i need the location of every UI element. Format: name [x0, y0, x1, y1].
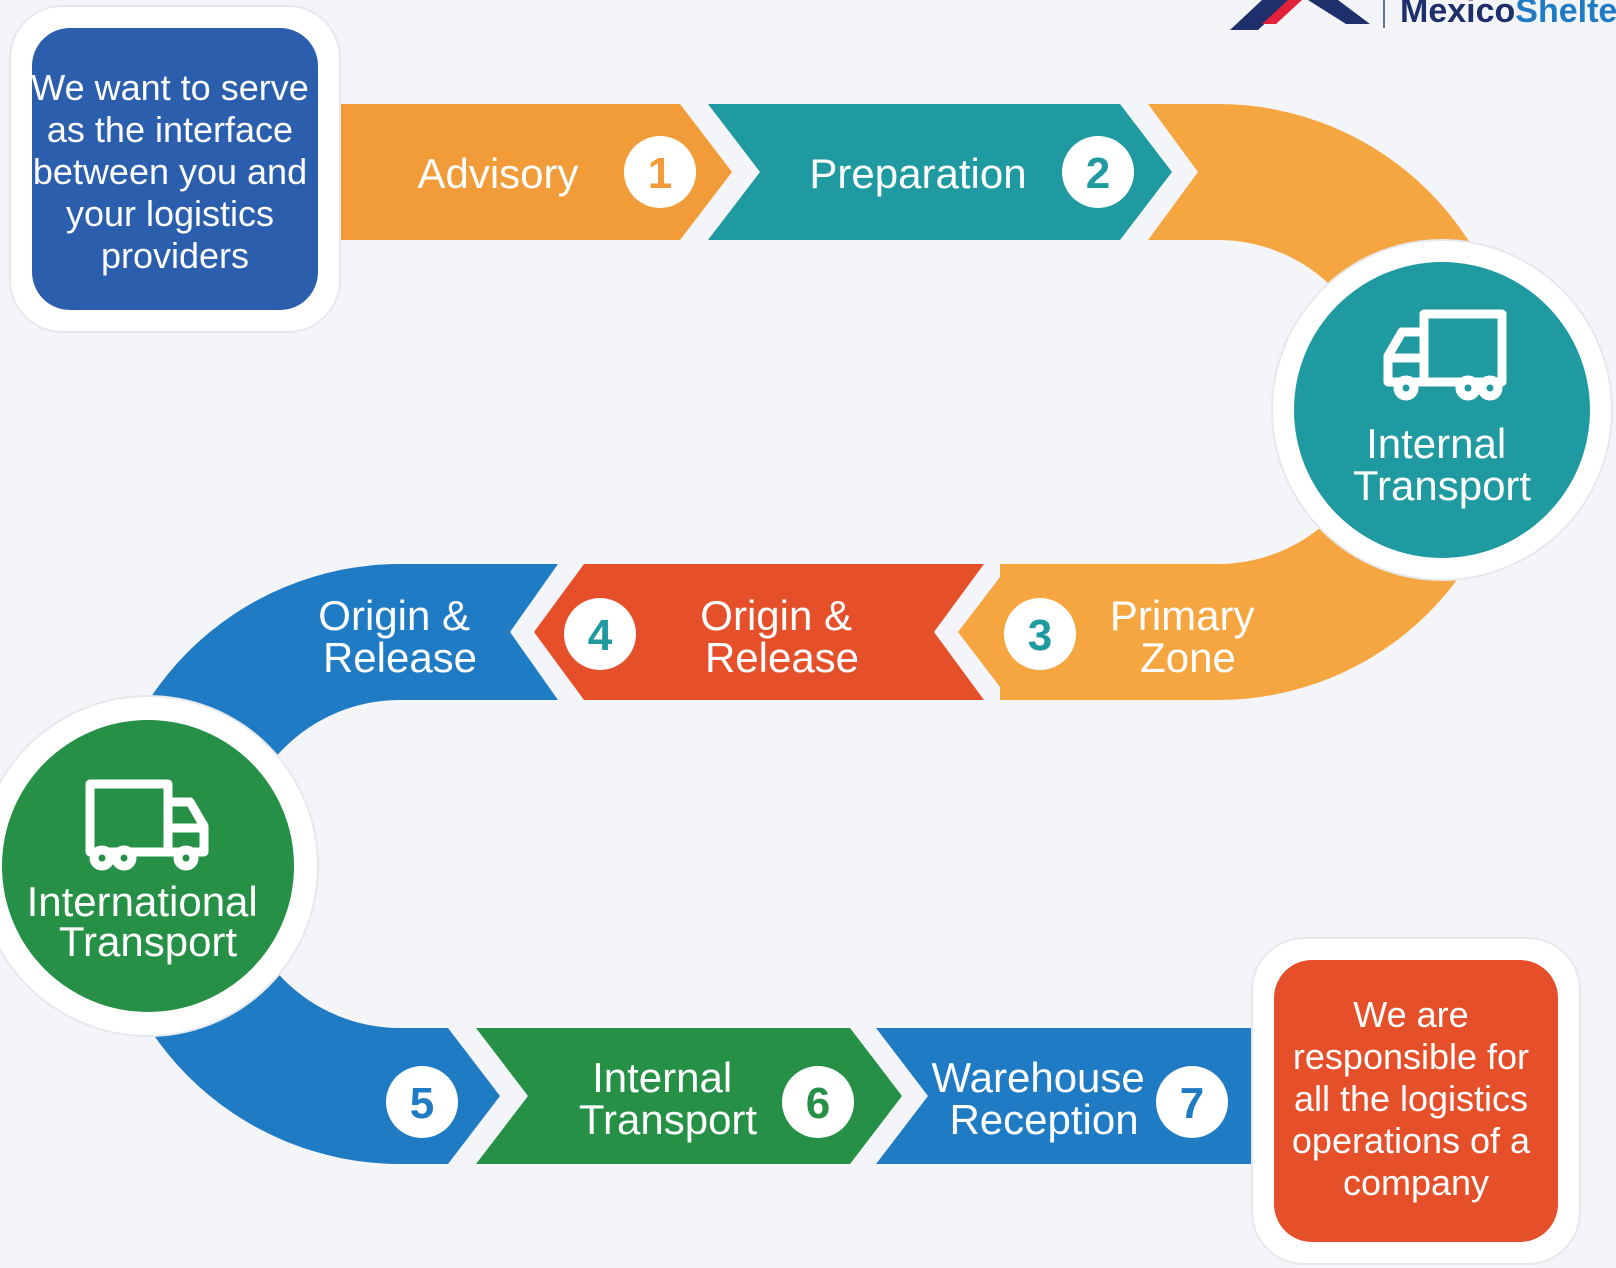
step-4-label: Origin & Release [700, 592, 863, 681]
hub-international-transport-line-1: International [27, 878, 258, 925]
logo-mark-red [1262, 0, 1302, 24]
step-7-badge-circle [1156, 1066, 1228, 1138]
intro-line-3: between you and [33, 151, 307, 192]
step-4-number: 4 [588, 611, 613, 660]
company-logo: MexicoShelter [1230, 0, 1616, 30]
step-1-number: 1 [648, 149, 672, 198]
step-6-label-line-2: Transport [579, 1096, 758, 1143]
step-4-arrow [534, 564, 984, 700]
step-2-number: 2 [1086, 149, 1110, 198]
truck-icon [1383, 309, 1507, 401]
step-3-badge-circle [1004, 598, 1076, 670]
step-3-arrow [958, 564, 1216, 700]
step-5-badge: 5 [386, 1066, 458, 1138]
hub-internal-transport: Internal Transport [1271, 239, 1613, 581]
step-2-badge: 2 [1062, 136, 1134, 208]
step-5-badge-circle [386, 1066, 458, 1138]
outro-box [1274, 960, 1558, 1242]
hub-internal-transport-label: Internal Transport [1353, 420, 1532, 509]
step-3-label: Primary Zone [1110, 592, 1266, 681]
intro-line-4: your logistics [66, 193, 274, 234]
step-7-arrow [876, 1028, 1262, 1164]
step-1-badge: 1 [624, 136, 696, 208]
step-4-label-line-1: Origin & [700, 592, 852, 639]
intro-line-2: as the interface [47, 109, 293, 150]
step-1-arrow [340, 104, 732, 240]
logo-text: MexicoShelter [1400, 0, 1616, 30]
step-3-label-line-2: Zone [1140, 634, 1236, 681]
outro-line-1: We are [1353, 994, 1468, 1035]
outro-line-5: company [1343, 1162, 1489, 1203]
step-4-badge-circle [564, 598, 636, 670]
step-1-label: Advisory [417, 150, 578, 197]
step-1-badge-circle [624, 136, 696, 208]
hub-international-transport-circle [2, 720, 294, 1012]
step-4-badge: 4 [564, 598, 636, 670]
step-2-label: Preparation [809, 150, 1026, 197]
step-6-label-line-1: Internal [592, 1054, 732, 1101]
step-7-label-line-1: Warehouse [932, 1054, 1145, 1101]
step-6-badge: 6 [782, 1066, 854, 1138]
step-4-label-line-2: Release [705, 634, 859, 681]
outro-line-4: operations of a [1292, 1120, 1531, 1161]
logo-text-shelter: Shelter [1515, 0, 1616, 30]
step-6-number: 6 [806, 1079, 830, 1128]
outro-text: We are responsible for all the logistics… [1292, 994, 1540, 1203]
truck-icon [85, 779, 209, 871]
step-6-label: Internal Transport [579, 1054, 758, 1143]
logo-mark-navy-2 [1308, 0, 1370, 24]
step-7-label: Warehouse Reception [932, 1054, 1157, 1143]
step-5-label-line-2: Release [323, 634, 477, 681]
step-6-badge-circle [782, 1066, 854, 1138]
step-7-badge: 7 [1156, 1066, 1228, 1138]
outro-line-3: all the logistics [1294, 1078, 1528, 1119]
step-7-label-line-2: Reception [949, 1096, 1138, 1143]
step-2-badge-circle [1062, 136, 1134, 208]
hub-international-transport: International Transport [0, 695, 319, 1037]
hub-internal-transport-circle [1294, 262, 1590, 558]
step-3-number: 3 [1028, 611, 1052, 660]
outro-line-2: responsible for [1293, 1036, 1529, 1077]
step-3-label-line-1: Primary [1110, 592, 1255, 639]
hub-internal-transport-line-2: Transport [1353, 462, 1532, 509]
step-7-number: 7 [1180, 1079, 1204, 1128]
intro-box [32, 28, 318, 310]
step-3-badge: 3 [1004, 598, 1076, 670]
intro-line-1: We want to serve [31, 67, 308, 108]
hub-international-transport-line-2: Transport [59, 918, 238, 965]
step-5-number: 5 [410, 1079, 434, 1128]
hub-international-transport-label: International Transport [27, 878, 270, 965]
intro-line-5: providers [101, 235, 249, 276]
logo-mark-navy [1230, 0, 1290, 30]
intro-text: We want to serve as the interface betwee… [31, 67, 318, 276]
hub-internal-transport-line-1: Internal [1366, 420, 1506, 467]
logo-text-mexico: Mexico [1400, 0, 1515, 30]
step-5-label-line-1: Origin & [318, 592, 470, 639]
step-2-arrow [708, 104, 1172, 240]
step-5-label: Origin & Release [318, 592, 481, 681]
